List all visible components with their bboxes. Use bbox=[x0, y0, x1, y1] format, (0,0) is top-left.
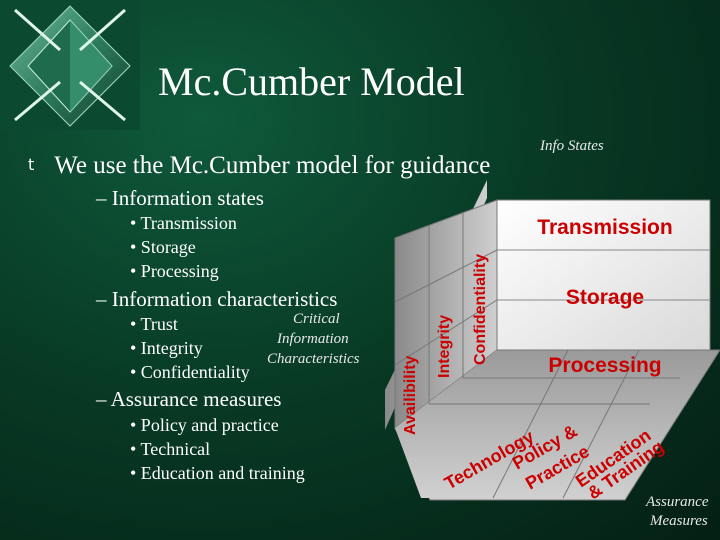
critical-note-line1: Critical bbox=[293, 311, 340, 328]
section-assurance-measures: – Assurance measures bbox=[96, 387, 281, 412]
list-item: • Confidentiality bbox=[130, 362, 250, 383]
list-item: • Storage bbox=[130, 237, 196, 258]
list-item: • Policy and practice bbox=[130, 415, 279, 436]
cube-label-confidentiality: Confidentiality bbox=[472, 254, 489, 365]
list-item: • Transmission bbox=[130, 213, 237, 234]
cube-label-processing: Processing bbox=[548, 354, 661, 377]
list-item: • Processing bbox=[130, 261, 219, 282]
logo-pyramid-icon bbox=[0, 0, 140, 130]
cube-label-storage: Storage bbox=[566, 286, 644, 309]
cube-label-transmission: Transmission bbox=[537, 216, 672, 239]
critical-note-line3: Characteristics bbox=[267, 351, 360, 368]
cube-label-availability: Availibility bbox=[402, 355, 419, 435]
bullet-marker: t bbox=[28, 155, 34, 174]
section-information-characteristics: – Information characteristics bbox=[96, 287, 337, 312]
critical-note-line2: Information bbox=[277, 331, 349, 348]
info-states-note: Info States bbox=[540, 138, 604, 155]
cube-label-integrity: Integrity bbox=[436, 315, 453, 378]
list-item: • Education and training bbox=[130, 463, 305, 484]
list-item: • Technical bbox=[130, 439, 210, 460]
mccumber-cube: Transmission Storage Processing Availibi… bbox=[385, 160, 720, 540]
section-information-states: – Information states bbox=[96, 186, 264, 211]
list-item: • Trust bbox=[130, 314, 178, 335]
list-item: • Integrity bbox=[130, 338, 203, 359]
slide-title: Mc.Cumber Model bbox=[158, 58, 465, 105]
